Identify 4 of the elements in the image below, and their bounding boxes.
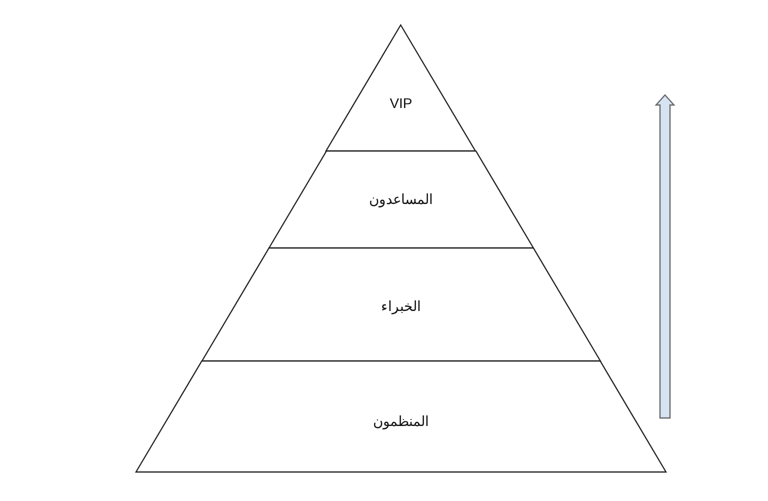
tier-label: المساعدون	[368, 191, 433, 207]
tier-label: VIP	[390, 95, 412, 111]
tier-label: المنظمون	[373, 413, 429, 429]
tier-label: الخبراء	[380, 298, 421, 314]
